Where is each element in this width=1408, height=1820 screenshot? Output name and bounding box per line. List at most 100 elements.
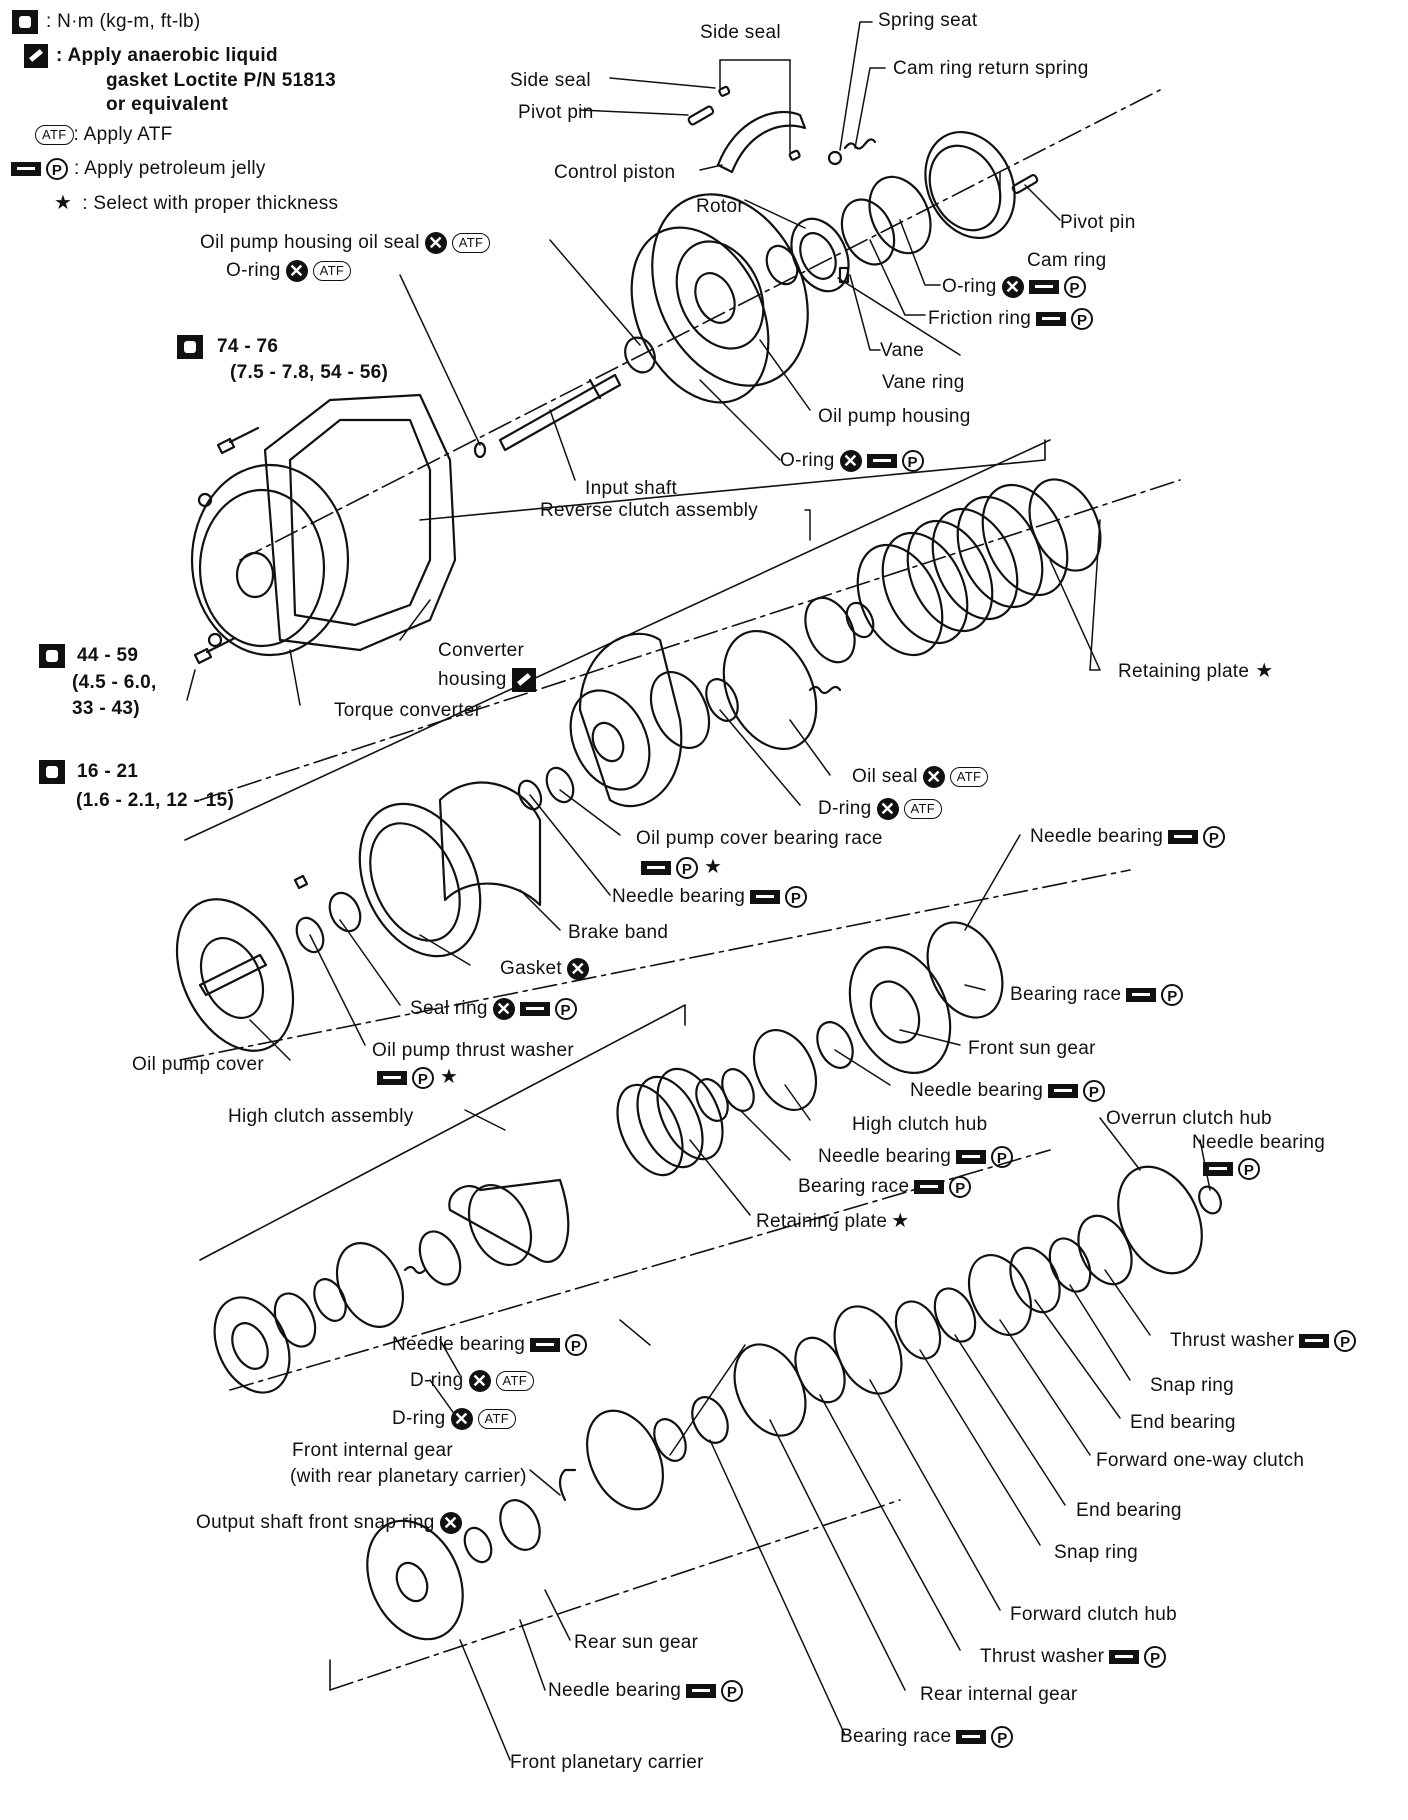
label-d-ring-1: D-ring✕ATF <box>818 798 943 820</box>
torque-wrench-icon <box>177 335 203 359</box>
label-seal-ring: Seal ring✕P <box>410 998 577 1020</box>
label-needle-bearing-2: Needle bearing P <box>612 886 808 908</box>
petroleum-jelly-icon <box>519 1002 550 1016</box>
legend-jelly-row: P: Apply petroleum jelly <box>6 158 266 180</box>
reverse-clutch-group <box>517 478 1102 811</box>
label-friction-ring: Friction ring P <box>928 308 1094 330</box>
torque-spec-2-detail-1: (4.5 - 6.0, <box>72 672 157 693</box>
jelly-p-icon: P <box>1144 1646 1167 1668</box>
label-oil-seal: Oil seal✕ATF <box>852 766 989 788</box>
label-rotor: Rotor <box>696 196 744 217</box>
atf-icon: ATF <box>477 1409 517 1429</box>
legend-anaerobic-text-2: gasket Loctite P/N 51813 <box>106 70 337 91</box>
replace-x-icon: ✕ <box>492 998 515 1020</box>
torque-spec-2-value: 44 - 59 <box>77 645 139 667</box>
label-converter-housing-2: housing <box>438 668 536 692</box>
legend-select-text: : Select with proper thickness <box>82 193 339 214</box>
jelly-p-icon: P <box>1071 308 1094 330</box>
label-oil-pump-cover: Oil pump cover <box>132 1054 264 1075</box>
replace-x-icon: ✕ <box>285 260 308 282</box>
label-needle-bearing-7: Needle bearing P <box>548 1680 744 1702</box>
jelly-p-icon: P <box>785 886 808 908</box>
label-front-internal-gear-1: Front internal gear <box>292 1440 453 1461</box>
petroleum-jelly-icon <box>1299 1334 1330 1348</box>
jelly-p-icon: P <box>901 450 924 472</box>
thrust-washer-1-text: Thrust washer <box>1170 1330 1295 1352</box>
label-overrun-clutch-hub: Overrun clutch hub <box>1106 1108 1272 1129</box>
legend-atf-row: ATF: Apply ATF <box>30 124 173 146</box>
label-needle-bearing-4: Needle bearing <box>1192 1132 1326 1153</box>
label-d-ring-3: D-ring✕ATF <box>392 1408 517 1430</box>
label-o-ring-1: O-ring✕ATF <box>226 260 352 282</box>
d-ring-1-text: D-ring <box>818 798 872 820</box>
label-cam-ring-return-spring: Cam ring return spring <box>893 58 1089 79</box>
label-brake-band: Brake band <box>568 922 669 943</box>
torque-spec-2-detail-2: 33 - 43) <box>72 698 140 719</box>
retaining-plate-1-text: Retaining plate <box>1118 661 1250 682</box>
petroleum-jelly-icon <box>530 1338 561 1352</box>
label-rear-sun-gear: Rear sun gear <box>574 1632 699 1653</box>
label-output-shaft-front-snap-ring: Output shaft front snap ring✕ <box>196 1512 462 1534</box>
petroleum-jelly-icon <box>750 890 781 904</box>
label-retaining-plate-2: Retaining plate★ <box>756 1210 910 1233</box>
replace-x-icon: ✕ <box>1001 276 1024 298</box>
needle-bearing-3-text: Needle bearing <box>910 1080 1044 1102</box>
needle-bearing-2-text: Needle bearing <box>612 886 746 908</box>
anaerobic-gasket-icon <box>24 44 48 68</box>
needle-bearing-7-text: Needle bearing <box>548 1680 682 1702</box>
o-ring-1-text: O-ring <box>226 260 281 282</box>
jelly-p-icon: P <box>412 1066 434 1089</box>
brake-band-group <box>175 781 542 1052</box>
label-oil-pump-thrust-washer: Oil pump thrust washer <box>372 1040 574 1061</box>
jelly-p-icon: P <box>949 1176 972 1198</box>
petroleum-jelly-icon <box>1126 988 1157 1002</box>
label-retaining-plate-1: Retaining plate★ <box>1118 660 1274 683</box>
torque-spec-3-detail: (1.6 - 2.1, 12 - 15) <box>76 790 235 811</box>
o-ring-2-text: O-ring <box>942 276 997 298</box>
forward-clutch-group <box>366 1165 1222 1641</box>
label-needle-bearing-4-symbols: P <box>1198 1158 1260 1180</box>
label-o-ring-3: O-ring✕P <box>780 450 924 472</box>
bearing-race-3-text: Bearing race <box>840 1726 952 1748</box>
leader-lines <box>186 21 1211 1761</box>
jelly-p-icon: P <box>1083 1080 1106 1102</box>
replace-x-icon: ✕ <box>468 1370 491 1392</box>
label-front-internal-gear-2: (with rear planetary carrier) <box>290 1466 527 1487</box>
torque-wrench-icon <box>39 644 65 668</box>
bearing-race-1-text: Bearing race <box>1010 984 1122 1006</box>
jelly-p-icon: P <box>721 1680 744 1702</box>
o-ring-3-text: O-ring <box>780 450 835 472</box>
petroleum-jelly-icon <box>956 1730 987 1744</box>
atf-icon: ATF <box>35 124 74 145</box>
atf-icon: ATF <box>903 799 943 819</box>
needle-bearing-6-text: Needle bearing <box>392 1334 526 1356</box>
label-needle-bearing-3: Needle bearing P <box>910 1080 1106 1102</box>
replace-x-icon: ✕ <box>424 232 447 254</box>
label-pivot-pin-right: Pivot pin <box>1060 212 1136 233</box>
replace-x-icon: ✕ <box>876 798 899 820</box>
petroleum-jelly-icon <box>1168 830 1199 844</box>
jelly-p-icon: P <box>554 998 577 1020</box>
legend-anaerobic-text-3: or equivalent <box>106 94 229 115</box>
jelly-p-icon: P <box>1063 276 1086 298</box>
legend-anaerobic-text-1: : Apply anaerobic liquid <box>56 45 278 67</box>
jelly-p-icon: P <box>991 1146 1014 1168</box>
petroleum-jelly-icon <box>914 1180 945 1194</box>
jelly-p-icon: P <box>991 1726 1014 1748</box>
label-side-seal-top: Side seal <box>700 22 781 43</box>
converter-group <box>190 393 457 665</box>
replace-x-icon: ✕ <box>439 1512 462 1534</box>
label-vane-ring: Vane ring <box>882 372 965 393</box>
label-oil-pump-housing-oil-seal: Oil pump housing oil seal✕ATF <box>200 232 491 254</box>
petroleum-jelly-icon <box>377 1070 407 1085</box>
legend-jelly-text: : Apply petroleum jelly <box>74 158 266 180</box>
petroleum-jelly-icon <box>1036 312 1067 326</box>
label-end-bearing-1: End bearing <box>1130 1412 1236 1433</box>
petroleum-jelly-icon <box>1048 1084 1079 1098</box>
petroleum-jelly-icon <box>1109 1650 1140 1664</box>
friction-ring-text: Friction ring <box>928 308 1032 330</box>
jelly-p-icon: P <box>565 1334 588 1356</box>
atf-icon: ATF <box>312 261 352 281</box>
